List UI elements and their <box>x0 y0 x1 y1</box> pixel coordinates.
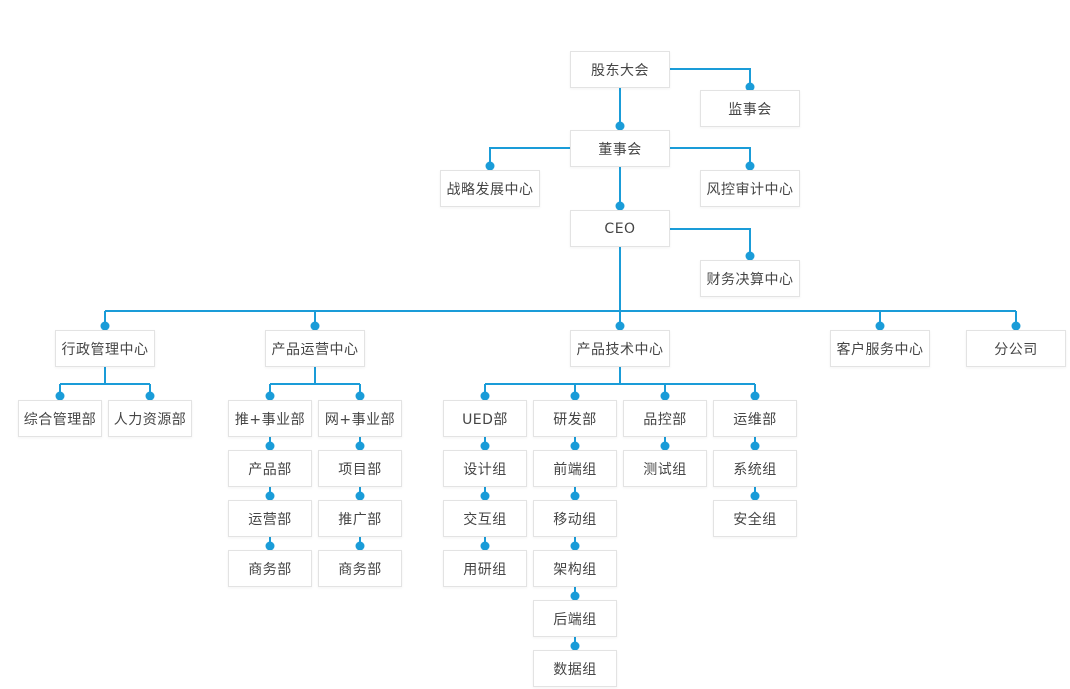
node-product-dept: 产品部 <box>228 450 312 487</box>
node-promotion-dept: 推广部 <box>318 500 402 537</box>
node-architecture-group: 架构组 <box>533 550 617 587</box>
node-strategy-center: 战略发展中心 <box>440 170 540 207</box>
node-admin-center: 行政管理中心 <box>55 330 155 367</box>
node-business-dept-wang: 商务部 <box>318 550 402 587</box>
node-hr-dept: 人力资源部 <box>108 400 192 437</box>
node-supervisory-board: 监事会 <box>700 90 800 127</box>
node-finance-center: 财务决算中心 <box>700 260 800 297</box>
node-board-of-directors: 董事会 <box>570 130 670 167</box>
node-product-tech-center: 产品技术中心 <box>570 330 670 367</box>
node-ceo: CEO <box>570 210 670 247</box>
node-rd-dept: 研发部 <box>533 400 617 437</box>
node-user-research-group: 用研组 <box>443 550 527 587</box>
node-tui-business-unit: 推+事业部 <box>228 400 312 437</box>
node-business-dept-tui: 商务部 <box>228 550 312 587</box>
node-backend-group: 后端组 <box>533 600 617 637</box>
node-qc-dept: 品控部 <box>623 400 707 437</box>
node-general-management-dept: 综合管理部 <box>18 400 102 437</box>
node-interaction-group: 交互组 <box>443 500 527 537</box>
node-ued-dept: UED部 <box>443 400 527 437</box>
node-data-group: 数据组 <box>533 650 617 687</box>
node-security-group: 安全组 <box>713 500 797 537</box>
node-ops-dept: 运维部 <box>713 400 797 437</box>
node-branch-company: 分公司 <box>966 330 1066 367</box>
node-product-ops-center: 产品运营中心 <box>265 330 365 367</box>
node-shareholders-meeting: 股东大会 <box>570 51 670 88</box>
node-mobile-group: 移动组 <box>533 500 617 537</box>
node-testing-group: 测试组 <box>623 450 707 487</box>
node-wang-business-unit: 网+事业部 <box>318 400 402 437</box>
node-project-dept: 项目部 <box>318 450 402 487</box>
node-operation-dept: 运营部 <box>228 500 312 537</box>
node-design-group: 设计组 <box>443 450 527 487</box>
node-risk-audit-center: 风控审计中心 <box>700 170 800 207</box>
node-customer-service-center: 客户服务中心 <box>830 330 930 367</box>
node-frontend-group: 前端组 <box>533 450 617 487</box>
node-system-group: 系统组 <box>713 450 797 487</box>
connector-dots <box>55 82 1021 651</box>
